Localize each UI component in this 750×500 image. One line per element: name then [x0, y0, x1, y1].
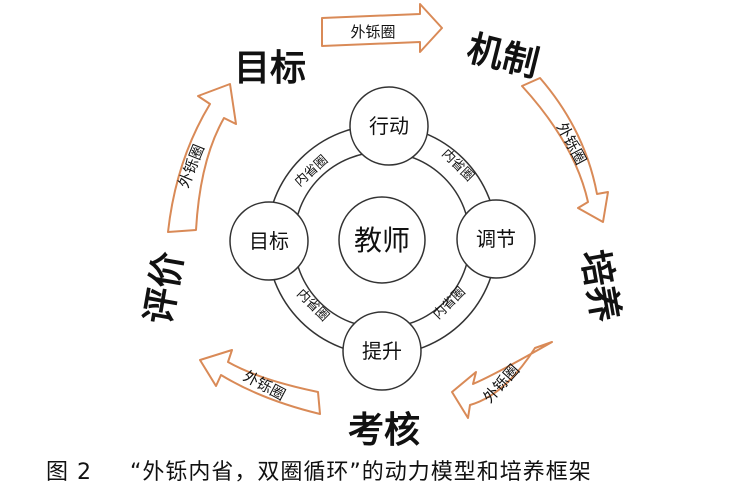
outer-label-top-left: 目标 [234, 48, 306, 89]
outer-arrow-left [167, 83, 237, 233]
node-bottom: 提升 [342, 311, 422, 391]
node-top: 行动 [349, 86, 429, 166]
node-left: 目标 [229, 201, 309, 281]
node-bottom-label: 提升 [362, 339, 402, 363]
outer-label-right: 培养 [573, 247, 627, 325]
outer-label-left: 评价 [138, 249, 191, 327]
figure-caption: 图 2 “外铄内省，双圈循环”的动力模型和培养框架 [46, 454, 592, 486]
inner-band-label-nw: 内省圈 [291, 152, 331, 190]
node-left-label: 目标 [249, 229, 289, 253]
node-right: 调节 [456, 199, 536, 279]
outer-label-top-right: 机制 [463, 28, 543, 85]
outer-arrow-top-label: 外铄圈 [350, 23, 395, 41]
outer-arrow-lower-left-label: 外铄圈 [240, 367, 288, 404]
inner-band-label-se: 内省圈 [430, 284, 469, 323]
outer-arrow-lower-right [451, 341, 553, 419]
outer-arrow-lower-left [199, 349, 321, 415]
outer-arrow-top [321, 3, 443, 53]
outer-arrow-right [521, 77, 609, 223]
node-top-label: 行动 [369, 114, 409, 138]
center-circle [338, 196, 426, 284]
double-loop-model-diagram: 教师 行动 调节 提升 目标 内省圈 内省圈 内省圈 内省圈 外铄圈 外铄圈 外… [138, 3, 627, 450]
outer-arrow-right-label: 外铄圈 [553, 120, 590, 168]
figure-number: 图 2 [46, 460, 92, 485]
center-label: 教师 [354, 224, 410, 257]
node-right-label: 调节 [476, 227, 516, 251]
figure-title: “外铄内省，双圈循环”的动力模型和培养框架 [130, 460, 592, 485]
outer-label-bottom: 考核 [348, 410, 420, 450]
